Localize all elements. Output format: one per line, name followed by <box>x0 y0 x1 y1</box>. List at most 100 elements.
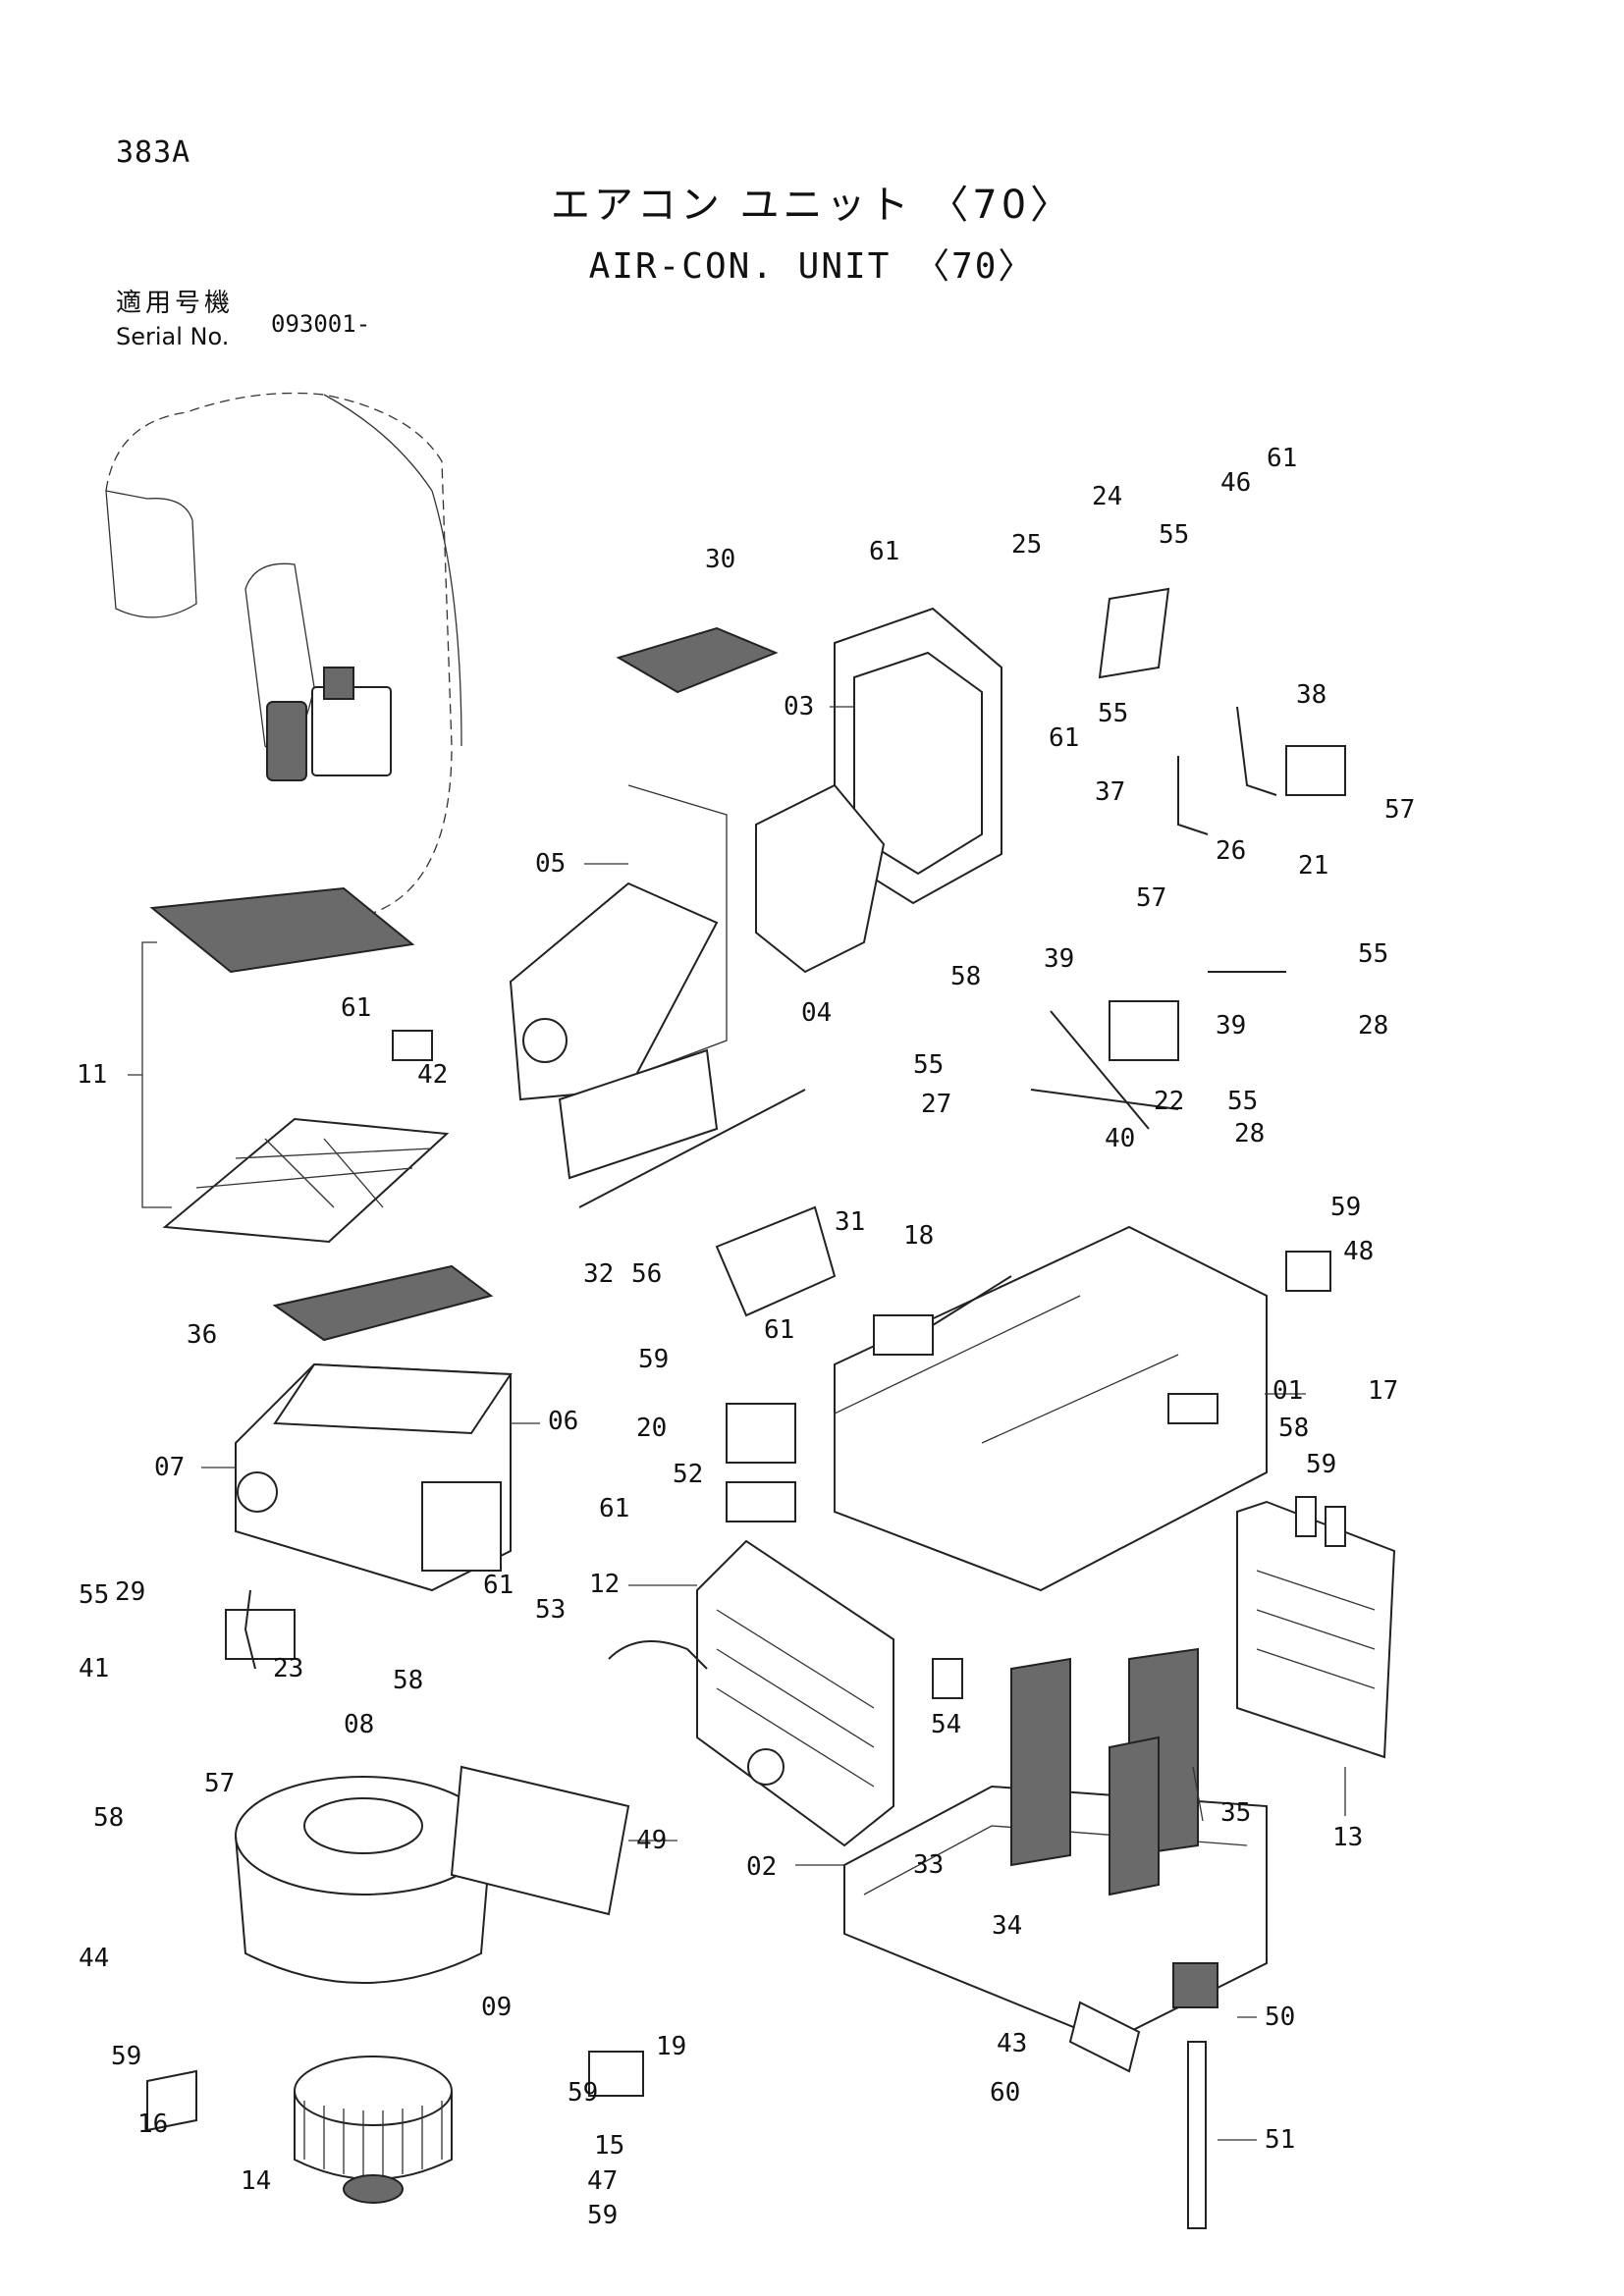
callout-label: 17 <box>1368 1376 1398 1406</box>
callout-label: 55 <box>1227 1087 1258 1116</box>
callout-label: 58 <box>93 1803 124 1833</box>
callout-label: 11 <box>77 1060 107 1090</box>
callout-label: 13 <box>1332 1823 1363 1852</box>
serial-label: 適用号機 Serial No. <box>116 283 234 350</box>
callout-label: 15 <box>594 2131 624 2161</box>
callout-label: 55 <box>1098 699 1128 728</box>
callout-label: 12 <box>589 1570 620 1599</box>
callout-label: 55 <box>1358 939 1388 969</box>
callout-label: 01 <box>1272 1376 1303 1406</box>
callout-label: 39 <box>1044 944 1074 974</box>
title-english: AIR-CON. UNIT 〈70〉 <box>588 246 1036 287</box>
callout-label: 46 <box>1220 468 1251 498</box>
callout-label: 54 <box>931 1710 961 1739</box>
callout-label: 06 <box>548 1407 578 1436</box>
callout-label: 60 <box>990 2078 1020 2108</box>
callout-label: 61 <box>869 537 899 566</box>
filter-assembly <box>149 886 494 1342</box>
callout-label: 50 <box>1265 2002 1295 2032</box>
callout-label: 57 <box>1136 883 1166 913</box>
callout-label: 61 <box>599 1494 629 1523</box>
callout-label: 59 <box>111 2042 141 2071</box>
evaporator-12 <box>608 1539 894 1847</box>
callout-label: 05 <box>535 849 566 879</box>
callout-label: 14 <box>241 2166 271 2196</box>
callout-label: 18 <box>903 1221 934 1251</box>
main-case-01 <box>834 1225 1268 1592</box>
callout-label: 57 <box>1384 795 1415 825</box>
upper-case <box>755 607 1002 974</box>
callout-label: 27 <box>921 1090 951 1119</box>
frame-05 <box>509 784 728 1101</box>
callout-label: 58 <box>950 962 981 991</box>
page-id: 383A <box>116 135 191 170</box>
callout-label: 56 <box>631 1259 662 1289</box>
callout-label: 61 <box>1267 444 1297 473</box>
callout-label: 31 <box>835 1207 865 1237</box>
callout-label: 08 <box>344 1710 374 1739</box>
callout-label: 04 <box>801 998 832 1028</box>
callout-label: 32 <box>583 1259 614 1289</box>
callout-label: 24 <box>1092 482 1122 511</box>
callout-label: 59 <box>638 1345 669 1374</box>
callout-label: 55 <box>1159 520 1189 550</box>
blower-case-08-09 <box>235 1765 630 1984</box>
heater-core-13 <box>1236 1496 1396 1759</box>
lower-case-02 <box>843 1647 1268 2044</box>
callout-label: 55 <box>913 1050 944 1080</box>
callout-label: 59 <box>1306 1450 1336 1479</box>
callout-label: 49 <box>636 1826 667 1855</box>
callout-label: 29 <box>115 1577 145 1607</box>
callout-label: 47 <box>587 2166 618 2196</box>
callout-label: 16 <box>137 2109 168 2139</box>
callout-label: 26 <box>1216 836 1246 866</box>
callout-label: 09 <box>481 1993 512 2022</box>
small-parts <box>146 587 1346 2229</box>
callout-label: 41 <box>79 1654 109 1683</box>
callout-label: 52 <box>673 1460 703 1489</box>
callout-label: 58 <box>1278 1414 1309 1443</box>
cab-outline <box>105 392 462 914</box>
callout-label: 39 <box>1216 1011 1246 1041</box>
callout-label: 57 <box>204 1769 235 1798</box>
callout-label: 36 <box>187 1320 217 1350</box>
callout-label: 25 <box>1011 530 1042 560</box>
callout-label: 22 <box>1154 1087 1184 1116</box>
callout-label: 34 <box>992 1911 1022 1941</box>
callout-label: 37 <box>1095 777 1125 807</box>
serial-number-value: 093001- <box>271 310 371 338</box>
callout-label: 51 <box>1265 2125 1295 2155</box>
callout-label: 59 <box>568 2078 598 2108</box>
fan-motor-14 <box>294 2056 453 2204</box>
callout-label: 19 <box>656 2032 686 2061</box>
callout-label: 61 <box>341 993 371 1023</box>
callout-label: 59 <box>587 2201 618 2230</box>
callout-label: 07 <box>154 1453 185 1482</box>
callout-label: 38 <box>1296 680 1326 710</box>
callout-label: 28 <box>1234 1119 1265 1148</box>
callout-labels: 01 02 03 04 05 06 07 08 09 11 12 13 14 1… <box>77 444 1415 2230</box>
callout-label: 58 <box>393 1666 423 1695</box>
filter-30 <box>616 626 779 694</box>
leader-lines <box>128 706 1346 2141</box>
callout-label: 28 <box>1358 1011 1388 1041</box>
callout-label: 02 <box>746 1852 777 1882</box>
callout-label: 40 <box>1105 1124 1135 1153</box>
callout-label: 44 <box>79 1944 109 1973</box>
callout-label: 35 <box>1220 1798 1251 1828</box>
serial-label-english: Serial No. <box>116 323 230 350</box>
callout-label: 61 <box>764 1315 794 1345</box>
callout-label: 43 <box>997 2029 1027 2058</box>
callout-label: 53 <box>535 1595 566 1625</box>
callout-label: 48 <box>1343 1237 1374 1266</box>
callout-label: 21 <box>1298 851 1328 881</box>
callout-label: 23 <box>273 1654 303 1683</box>
callout-label: 59 <box>1330 1193 1361 1222</box>
callout-label: 03 <box>784 692 814 721</box>
callout-label: 30 <box>705 545 735 574</box>
callout-label: 20 <box>636 1414 667 1443</box>
blower-housing <box>235 1362 513 1592</box>
door-31-32 <box>558 1048 837 1317</box>
callout-label: 61 <box>483 1571 514 1600</box>
